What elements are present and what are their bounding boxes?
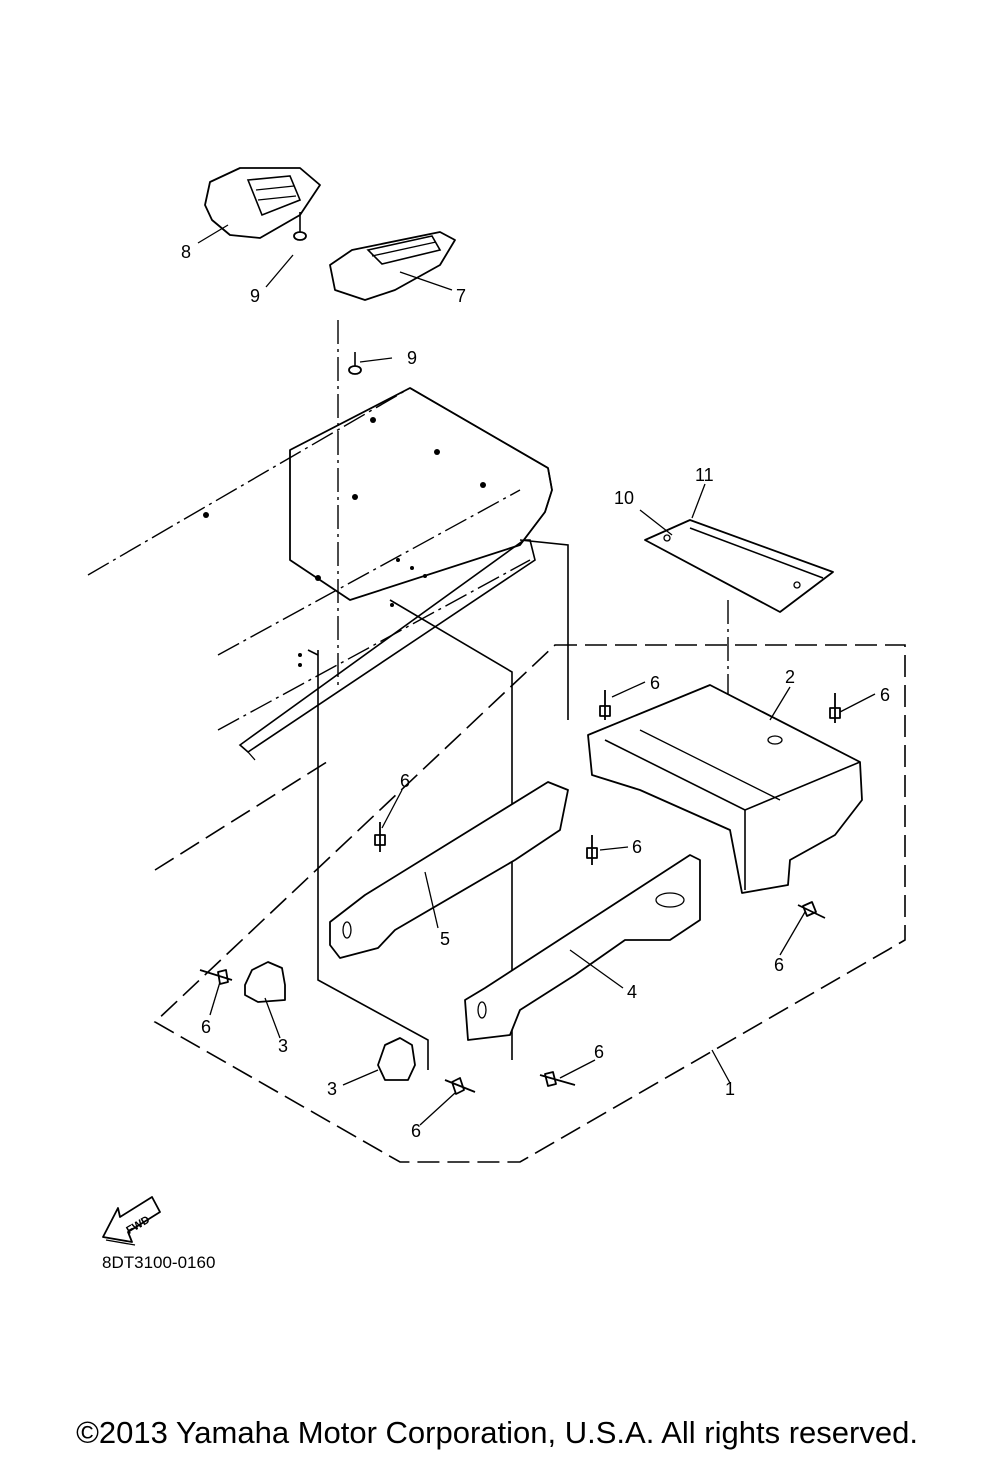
rivet-6-g [444, 1077, 476, 1095]
part-2-bracket [587, 684, 863, 894]
rivet-6-d [586, 835, 598, 865]
part-10-plate [644, 519, 834, 613]
part-3-plate-left [244, 961, 286, 1003]
callout-3: 3 [278, 1036, 288, 1056]
part-4-rail [464, 854, 701, 1041]
callout-labels: 8 9 9 7 10 11 2 6 6 6 6 5 6 4 6 3 6 3 1 … [181, 242, 890, 1141]
callout-7: 7 [456, 286, 466, 306]
rivet-6-e [797, 901, 826, 919]
assembly-outline [153, 644, 906, 1163]
part-8-cover [204, 167, 321, 239]
callout-6: 6 [632, 837, 642, 857]
callout-1: 1 [725, 1079, 735, 1099]
callout-4: 4 [627, 982, 637, 1002]
rivet-6-b [829, 693, 841, 723]
callout-9: 9 [407, 348, 417, 368]
rivet-6-f [199, 969, 233, 985]
callout-6: 6 [201, 1017, 211, 1037]
callout-3: 3 [327, 1079, 337, 1099]
callout-11: 11 [695, 465, 714, 485]
part-7-cover [329, 231, 456, 301]
callout-6: 6 [594, 1042, 604, 1062]
bolt-9-upper [293, 212, 307, 241]
callout-6: 6 [400, 771, 410, 791]
callout-9: 9 [250, 286, 260, 306]
diagram-code: 8DT3100-0160 [102, 1253, 215, 1272]
callout-10: 10 [614, 488, 634, 508]
part-3-plate-right [377, 1037, 416, 1081]
leader-lines [197, 224, 876, 1126]
fwd-arrow-icon: FWD [102, 1196, 161, 1246]
callout-5: 5 [440, 929, 450, 949]
bolt-9-lower [348, 352, 362, 375]
callout-6: 6 [411, 1121, 421, 1141]
rivet-6-h [539, 1071, 576, 1087]
callout-8: 8 [181, 242, 191, 262]
hull-body [87, 320, 729, 1070]
rivet-6-c [374, 822, 386, 852]
part-5-rail [329, 781, 569, 959]
callout-6: 6 [774, 955, 784, 975]
callout-2: 2 [785, 667, 795, 687]
callout-6: 6 [880, 685, 890, 705]
copyright-notice: ©2013 Yamaha Motor Corporation, U.S.A. A… [76, 1415, 918, 1450]
rivet-6-a [599, 690, 611, 720]
callout-6: 6 [650, 673, 660, 693]
